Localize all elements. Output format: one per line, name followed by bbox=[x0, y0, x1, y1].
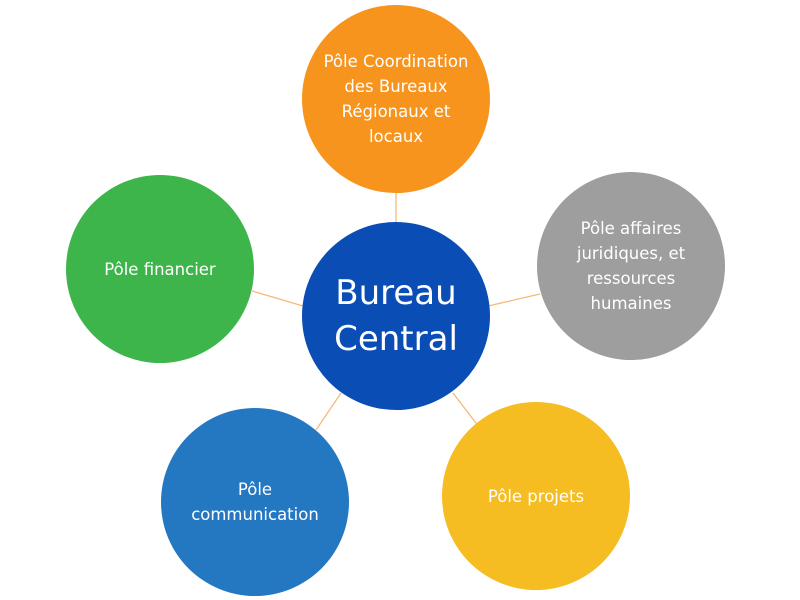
node-label-pole-communication: Pôle communication bbox=[191, 480, 319, 524]
node-pole-coordination: Pôle Coordination des Bureaux Régionaux … bbox=[302, 5, 490, 193]
node-label-pole-financier: Pôle financier bbox=[104, 259, 216, 279]
node-pole-projets: Pôle projets bbox=[442, 402, 630, 590]
node-pole-financier: Pôle financier bbox=[66, 175, 254, 363]
node-label-pole-affaires-juridiques: Pôle affaires juridiques, et ressources … bbox=[576, 219, 686, 313]
center-node-label: Bureau Central bbox=[334, 273, 458, 359]
connector-right bbox=[487, 293, 541, 307]
node-label-pole-coordination: Pôle Coordination des Bureaux Régionaux … bbox=[323, 52, 469, 146]
node-pole-communication: Pôle communication bbox=[161, 408, 349, 596]
connector-bottom-left bbox=[315, 392, 342, 431]
center-node-bureau-central: Bureau Central bbox=[302, 222, 490, 410]
node-label-pole-projets: Pôle projets bbox=[487, 486, 585, 506]
connector-bottom-right bbox=[452, 392, 480, 428]
node-pole-affaires-juridiques: Pôle affaires juridiques, et ressources … bbox=[537, 172, 725, 360]
connector-left bbox=[251, 290, 304, 307]
